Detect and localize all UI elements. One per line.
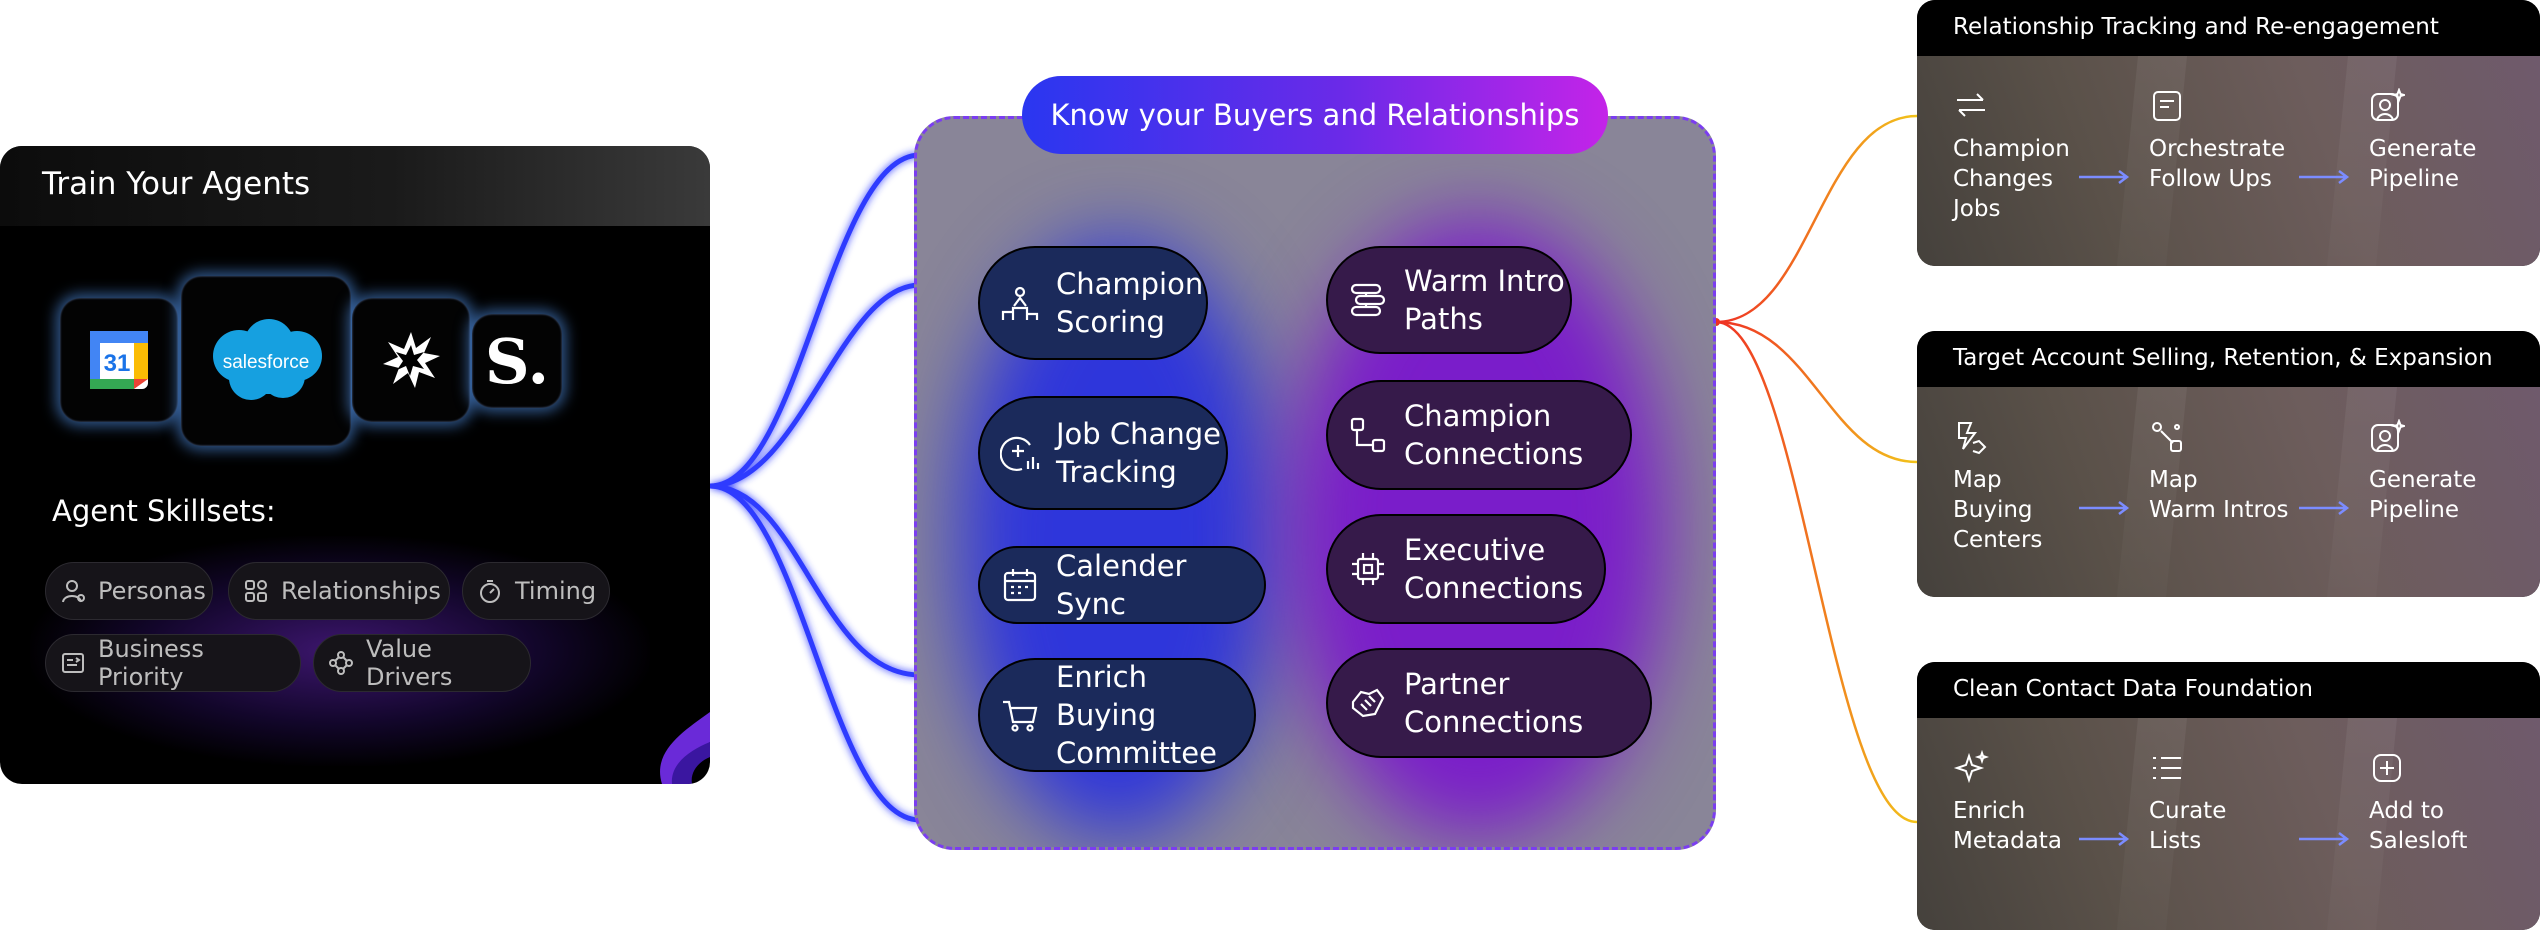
sparkle-icon bbox=[1953, 750, 1989, 784]
card-title: Target Account Selling, Retention, & Exp… bbox=[1953, 345, 2493, 371]
handshake-icon bbox=[1348, 683, 1388, 723]
arrow-icon bbox=[2299, 170, 2350, 184]
add-chart-icon bbox=[1000, 433, 1040, 473]
card-header: Relationship Tracking and Re-engagement bbox=[1917, 0, 2540, 56]
card-header: Clean Contact Data Foundation bbox=[1917, 662, 2540, 718]
pill-line-1: Job Change bbox=[1056, 417, 1221, 451]
chip-icon bbox=[1348, 549, 1388, 589]
salesloft-wordmark: S. bbox=[484, 324, 550, 398]
pill-label: Calender Sync bbox=[1056, 549, 1187, 621]
pill-line-1: Enrich Buying bbox=[1056, 660, 1157, 732]
right-connectors bbox=[1715, 114, 1918, 824]
card-header: Target Account Selling, Retention, & Exp… bbox=[1917, 331, 2540, 387]
map-hand-icon bbox=[1958, 422, 1987, 455]
pill-line-1: Executive bbox=[1404, 533, 1546, 567]
list-icon bbox=[2153, 757, 2181, 779]
grid-icon bbox=[243, 577, 269, 605]
card-relationship-tracking: Relationship Tracking and Re-engagement … bbox=[1917, 0, 2540, 266]
skills-heading: Agent Skillsets: bbox=[52, 494, 276, 528]
card-title: Relationship Tracking and Re-engagement bbox=[1953, 14, 2439, 40]
cart-icon bbox=[1000, 695, 1040, 735]
podium-person-icon bbox=[1000, 283, 1040, 323]
arrow-icon bbox=[2079, 170, 2130, 184]
pill-line-2: Connections bbox=[1404, 437, 1584, 471]
pill-calender-sync[interactable]: Calender Sync bbox=[978, 546, 1266, 624]
skill-chip-relationships[interactable]: Relationships bbox=[228, 562, 450, 620]
arrow-icon bbox=[2299, 501, 2350, 515]
swap-arrows-icon bbox=[1957, 93, 1985, 117]
route-icon bbox=[2152, 422, 2182, 452]
skill-chip-personas[interactable]: Personas bbox=[45, 562, 213, 620]
spark-burst-icon[interactable] bbox=[352, 298, 470, 422]
google-calendar-icon[interactable]: 31 bbox=[60, 298, 178, 422]
arrow-icon bbox=[2079, 832, 2130, 846]
pill-line-2: Committee bbox=[1056, 736, 1217, 770]
pill-line-1: Champion bbox=[1404, 399, 1552, 433]
priority-icon bbox=[60, 649, 86, 677]
card-title: Clean Contact Data Foundation bbox=[1953, 676, 2313, 702]
skill-chip-business-priority[interactable]: Business Priority bbox=[45, 634, 301, 692]
pill-line-1: Partner bbox=[1404, 667, 1510, 701]
pill-line-2: Paths bbox=[1404, 302, 1483, 336]
calendar-day: 31 bbox=[104, 350, 131, 377]
skill-label: Personas bbox=[98, 577, 206, 605]
nodes-icon bbox=[328, 649, 354, 677]
skill-chip-timing[interactable]: Timing bbox=[462, 562, 610, 620]
calendar-icon bbox=[1000, 565, 1040, 605]
pill-line-1: Champion bbox=[1056, 267, 1204, 301]
center-header: Know your Buyers and Relationships bbox=[1022, 76, 1608, 154]
salesforce-logo[interactable]: salesforce bbox=[181, 276, 351, 446]
skill-chip-value-drivers[interactable]: Value Drivers bbox=[313, 634, 531, 692]
panel-title: Train Your Agents bbox=[42, 166, 311, 202]
pill-line-2: Tracking bbox=[1056, 455, 1177, 489]
panel-header bbox=[0, 146, 710, 226]
plus-box-icon bbox=[2373, 754, 2401, 782]
skill-label: Business Priority bbox=[98, 635, 204, 691]
arrow-icon bbox=[2079, 501, 2130, 515]
skill-label: Timing bbox=[515, 577, 597, 605]
flow-icon bbox=[1348, 415, 1388, 455]
pill-line-1: Warm Intro bbox=[1404, 264, 1565, 298]
pill-line-2: Scoring bbox=[1056, 305, 1165, 339]
note-icon bbox=[2153, 91, 2181, 121]
train-agents-panel: Train Your Agents 31 salesforce bbox=[0, 146, 710, 784]
skill-label: Value Drivers bbox=[366, 635, 453, 691]
salesforce-wordmark: salesforce bbox=[223, 352, 310, 373]
skill-label: Relationships bbox=[281, 577, 441, 605]
decorative-ribbon bbox=[660, 712, 710, 784]
pill-line-2: Connections bbox=[1404, 705, 1584, 739]
person-icon bbox=[60, 577, 86, 605]
user-sparkle-icon bbox=[2371, 88, 2405, 121]
card-target-account-selling: Target Account Selling, Retention, & Exp… bbox=[1917, 331, 2540, 597]
user-sparkle-icon bbox=[2371, 419, 2405, 452]
salesloft-logo[interactable]: S. bbox=[472, 314, 562, 408]
left-connectors bbox=[709, 152, 921, 823]
timer-icon bbox=[477, 577, 503, 605]
path-icon bbox=[1348, 280, 1388, 320]
arrow-icon bbox=[2299, 832, 2350, 846]
pill-line-2: Connections bbox=[1404, 571, 1584, 605]
